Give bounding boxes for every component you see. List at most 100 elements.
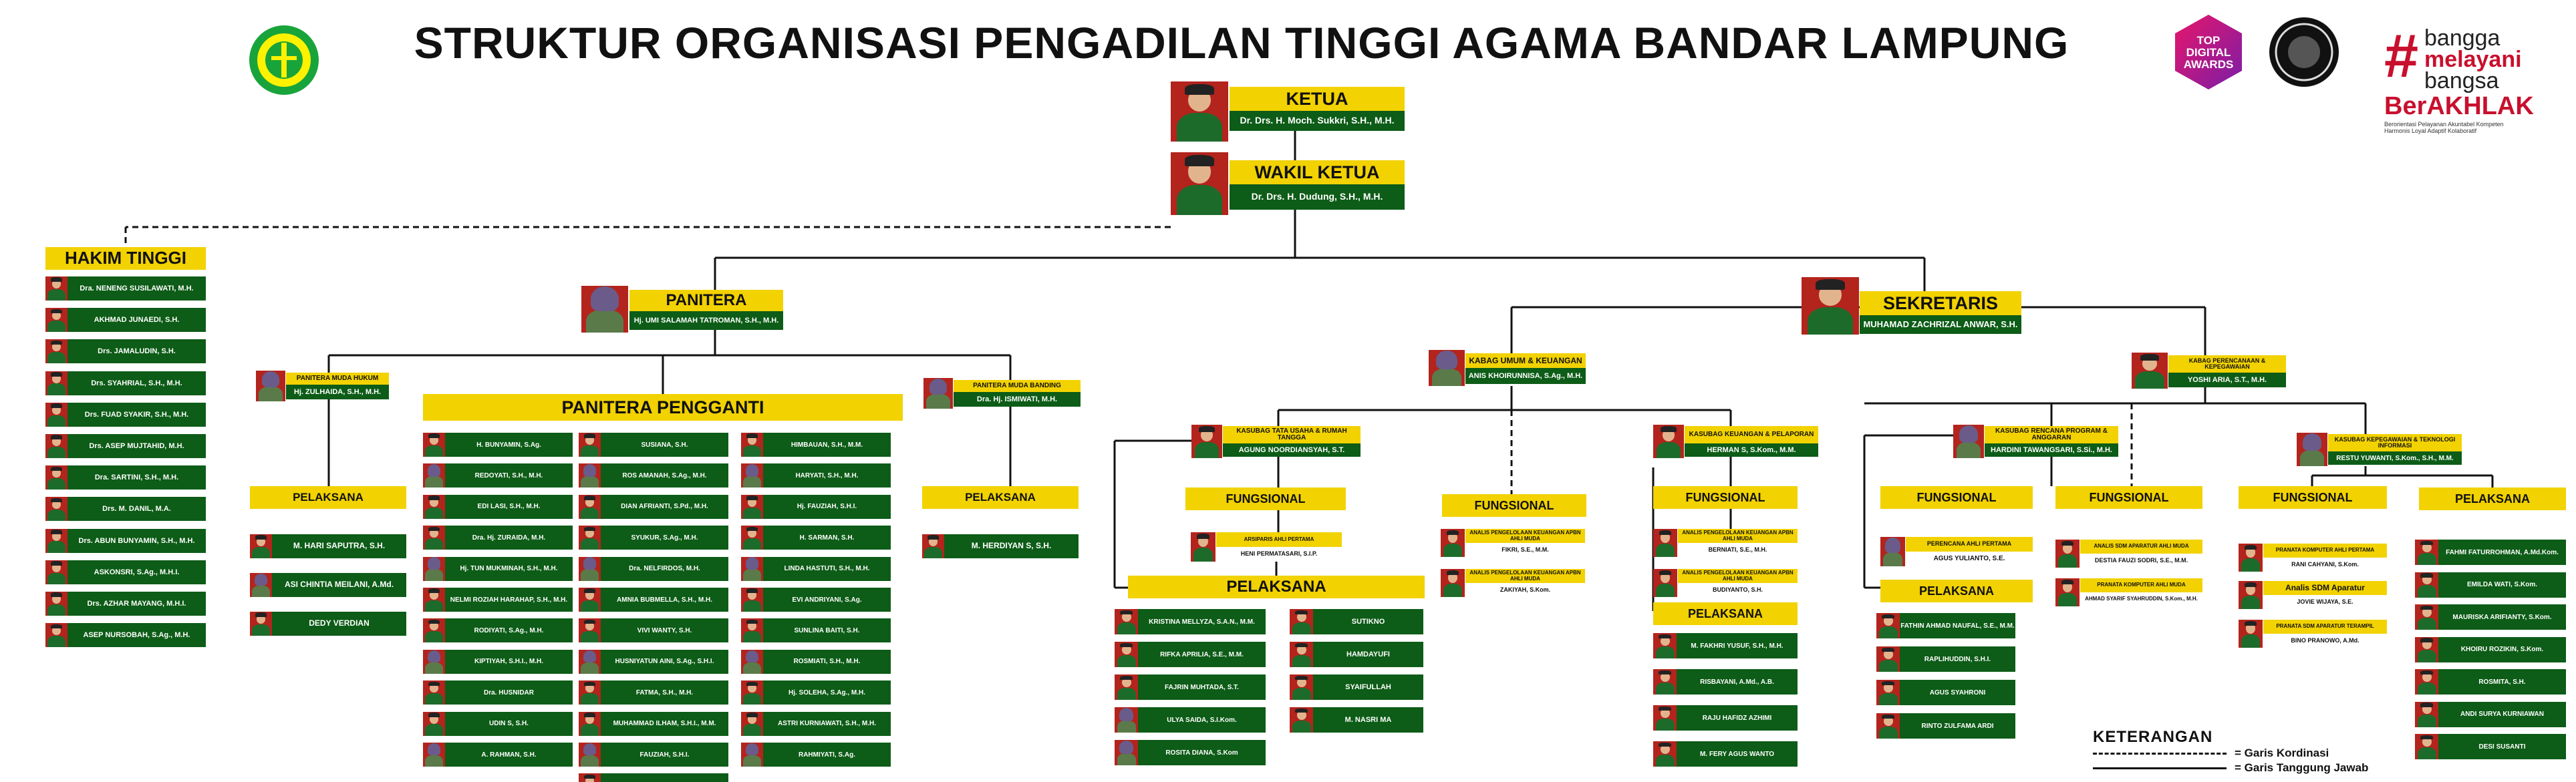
person-name: Drs. FUAD SYAKIR, S.H., M.H. <box>67 402 206 427</box>
person-name: DIAN AFRIANTI, S.Pd., M.H. <box>601 494 728 519</box>
person-photo <box>741 711 763 736</box>
hakim-tinggi-item: ASKONSRI, S.Ag., M.H.I. <box>45 560 206 584</box>
ks-rencana-name: HARDINI TAWANGSARI, S.Si., M.H. <box>1985 443 2118 457</box>
person-name: Hj. FAUZIAH, S.H.I. <box>763 494 891 519</box>
bangga-text: bangga <box>2424 25 2500 51</box>
person-photo <box>1441 569 1465 597</box>
person-photo <box>1290 674 1313 700</box>
person-name: RIFKA APRILIA, S.E., M.M. <box>1138 642 1266 667</box>
panitera-pengganti-item: RAHMATIAH OKTAFIANA, S.H.I., M.H. <box>579 773 728 782</box>
person-name: RAJU HAFIDZ AZHIMI <box>1677 705 1798 731</box>
person-photo <box>45 308 67 333</box>
person-name: Hj. SOLEHA, S.Ag., M.H. <box>763 680 891 705</box>
person-name: ASEP NURSOBAH, S.Ag., M.H. <box>67 623 206 648</box>
hakim-tinggi-item: ASEP NURSOBAH, S.Ag., M.H. <box>45 623 206 648</box>
person-photo <box>1290 609 1313 634</box>
person-name: HAMDAYUFI <box>1313 642 1423 667</box>
fung-keu-title: FUNGSIONAL <box>1653 486 1798 509</box>
ks-keuangan-photo <box>1653 425 1684 458</box>
hakim-tinggi-item: Drs. ASEP MUJTAHID, M.H. <box>45 434 206 458</box>
person-photo <box>1115 609 1138 634</box>
panitera-pengganti-item: HARYATI, S.H., M.H. <box>741 463 891 488</box>
person-photo <box>423 743 445 767</box>
ks-kepegawaian-name: RESTU YUWANTI, S.Kom., S.H., M.M. <box>2328 451 2462 465</box>
person-photo <box>45 276 67 301</box>
person-name: KHOIRU ROZIKIN, S.Kom. <box>2438 636 2566 662</box>
person-name: HARYATI, S.H., M.H. <box>763 463 891 488</box>
person-name: SUSIANA, S.H. <box>601 433 728 457</box>
person-name: FATMA, S.H., M.H. <box>601 680 728 705</box>
pel-keu-item: M. FERY AGUS WANTO <box>1653 741 1798 767</box>
person-photo <box>1115 674 1138 700</box>
kabag-umum-photo <box>1429 350 1465 386</box>
person-photo <box>1115 707 1138 733</box>
person-name: AKHMAD JUNAEDI, S.H. <box>67 308 206 333</box>
pm-banding-title: PANITERA MUDA BANDING <box>954 380 1081 392</box>
person-photo <box>2415 701 2438 727</box>
person-name: A. RAHMAN, S.H. <box>445 743 573 767</box>
person-name: Dra. NENENG SUSILAWATI, M.H. <box>67 276 206 301</box>
hakim-tinggi-item: Drs. FUAD SYAKIR, S.H., M.H. <box>45 402 206 427</box>
person-name: KRISTINA MELLYZA, S.A.N., M.M. <box>1138 609 1266 634</box>
person-photo <box>250 612 272 636</box>
person-name: RINTO ZULFAMA ARDI <box>1900 713 2015 739</box>
legend-dashed-label: = Garis Kordinasi <box>2235 747 2329 759</box>
person-name: FAUZIAH, S.H.I. <box>601 743 728 767</box>
person-photo <box>579 773 601 782</box>
role-title: PERENCANA AHLI PERTAMA <box>1906 537 2033 552</box>
person-photo <box>45 402 67 427</box>
panitera-pengganti-item: Hj. TUN MUKMINAH, S.H., M.H. <box>423 556 573 581</box>
legend-solid: = Garis Tanggung Jawab <box>2093 761 2368 775</box>
berakhlak-logo: BerAKHLAK Berorientasi Pelayanan Akuntab… <box>2384 93 2551 140</box>
fung-umum-title: FUNGSIONAL <box>1442 494 1586 517</box>
person-photo <box>423 494 445 519</box>
person-photo <box>1290 642 1313 667</box>
person-photo <box>1876 680 1900 705</box>
role-title: ANALIS SDM APARATUR AHLI MUDA <box>2080 540 2202 554</box>
pel-tata-item: HAMDAYUFI <box>1290 642 1423 667</box>
person-name: Drs. AZHAR MAYANG, M.H.I. <box>67 592 206 616</box>
panitera-pengganti-item: KIPTIYAH, S.H.I., M.H. <box>423 649 573 674</box>
person-photo <box>1653 633 1677 658</box>
person-photo <box>423 526 445 550</box>
pel-tata-title: PELAKSANA <box>1128 576 1425 598</box>
person-name: SYUKUR, S.Ag., M.H. <box>601 526 728 550</box>
person-photo <box>45 528 67 553</box>
pel-hukum-item: M. HARI SAPUTRA, S.H. <box>250 534 406 558</box>
person-name: FAJRIN MUHTADA, S.T. <box>1138 674 1266 700</box>
person-name: Drs. SYAHRIAL, S.H., M.H. <box>67 371 206 395</box>
pel-keu-title: PELAKSANA <box>1653 602 1798 625</box>
panitera-pengganti-title: PANITERA PENGGANTI <box>423 394 903 421</box>
role-holder-name: AGUS YULIANTO, S.E. <box>1906 552 2033 566</box>
person-name: M. FERY AGUS WANTO <box>1677 741 1798 767</box>
ks-kepegawaian-title: KASUBAG KEPEGAWAIAN & TEKNOLOGI INFORMAS… <box>2328 434 2462 451</box>
person-photo <box>2239 544 2263 572</box>
person-photo <box>741 649 763 674</box>
person-photo <box>1191 532 1215 562</box>
pel-tata-item: M. NASRI MA <box>1290 707 1423 733</box>
person-name: ROSMIATI, S.H., M.H. <box>763 649 891 674</box>
hashtag-icon: # <box>2384 22 2419 90</box>
kabag-perencanaan-photo <box>2132 353 2168 389</box>
person-name: ASTRI KURNIAWATI, S.H., M.H. <box>763 711 891 736</box>
person-name: VIVI WANTY, S.H. <box>601 618 728 643</box>
role-title: PRANATA KOMPUTER AHLI PERTAMA <box>2263 544 2387 558</box>
pel-kepeg-item: MAURISKA ARIFIANTY, S.Kom. <box>2415 604 2566 630</box>
pm-hukum-name: Hj. ZULHAIDA, S.H., M.H. <box>286 385 389 399</box>
ks-tata-title: KASUBAG TATA USAHA & RUMAH TANGGA <box>1223 426 1361 443</box>
pel-keu-item: RAJU HAFIDZ AZHIMI <box>1653 705 1798 731</box>
person-photo <box>579 526 601 550</box>
kabag-umum-name: ANIS KHOIRUNNISA, S.Ag., M.H. <box>1465 368 1586 384</box>
panitera-pengganti-item: MUHAMMAD ILHAM, S.H.I., M.M. <box>579 711 728 736</box>
person-name: LINDA HASTUTI, S.H., M.H. <box>763 556 891 581</box>
pel-renc-item: AGUS SYAHRONI <box>1876 680 2015 705</box>
panitera-pengganti-item: UDIN S, S.H. <box>423 711 573 736</box>
person-photo <box>1653 705 1677 731</box>
role-title: ANALIS PENGELOLAAN KEUANGAN APBN AHLI MU… <box>1465 569 1585 583</box>
panitera-pengganti-item: SUNLINA BAITI, S.H. <box>741 618 891 643</box>
pel-keu-item: M. FAKHRI YUSUF, S.H., M.H. <box>1653 633 1798 658</box>
person-photo <box>45 339 67 364</box>
pel-kepeg-item: DESI SUSANTI <box>2415 734 2566 759</box>
wakil-ketua-name: Dr. Drs. H. Dudung, S.H., M.H. <box>1230 184 1405 210</box>
person-name: SUTIKNO <box>1313 609 1423 634</box>
